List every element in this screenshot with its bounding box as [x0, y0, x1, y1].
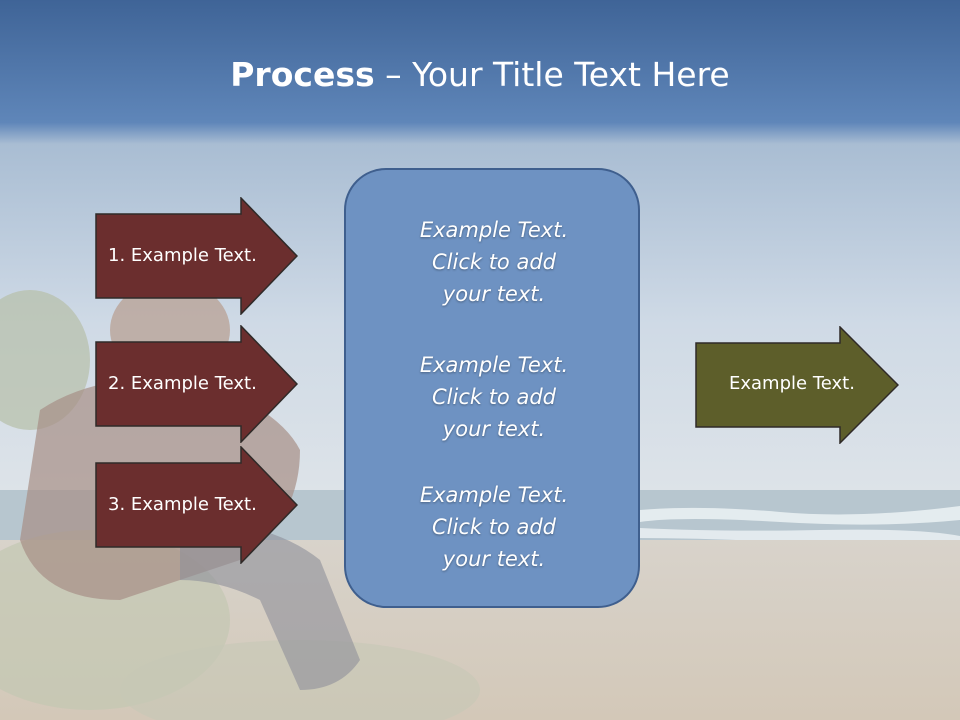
panel-paragraph-2-line2: Click to add — [431, 385, 556, 409]
panel-paragraph-2-line3: your text. — [442, 417, 546, 441]
panel-paragraph-1: Example Text. Click to add your text. — [346, 214, 642, 310]
panel-paragraph-1-line1: Example Text. — [419, 218, 569, 242]
panel-paragraph-2-line1: Example Text. — [419, 353, 569, 377]
panel-paragraph-3-line2: Click to add — [431, 515, 556, 539]
left-arrow-1-label: 1. Example Text. — [108, 245, 257, 266]
title-rest: – Your Title Text Here — [374, 55, 730, 94]
panel-paragraph-1-line2: Click to add — [431, 250, 556, 274]
right-arrow-label: Example Text. — [729, 373, 855, 394]
center-text-panel[interactable]: Example Text. Click to add your text. Ex… — [344, 168, 640, 608]
panel-paragraph-3-line3: your text. — [442, 547, 546, 571]
left-arrow-2[interactable] — [95, 325, 298, 443]
panel-paragraph-3-line1: Example Text. — [419, 483, 569, 507]
slide-title: Process – Your Title Text Here — [0, 52, 960, 98]
left-arrow-2-label: 2. Example Text. — [108, 373, 257, 394]
panel-paragraph-2: Example Text. Click to add your text. — [346, 349, 642, 445]
left-arrow-3[interactable] — [95, 446, 298, 564]
left-arrow-3-label: 3. Example Text. — [108, 494, 257, 515]
panel-paragraph-3: Example Text. Click to add your text. — [346, 479, 642, 575]
panel-paragraph-1-line3: your text. — [442, 282, 546, 306]
right-arrow[interactable] — [695, 326, 899, 444]
left-arrow-1[interactable] — [95, 197, 298, 315]
title-bold: Process — [230, 55, 375, 94]
